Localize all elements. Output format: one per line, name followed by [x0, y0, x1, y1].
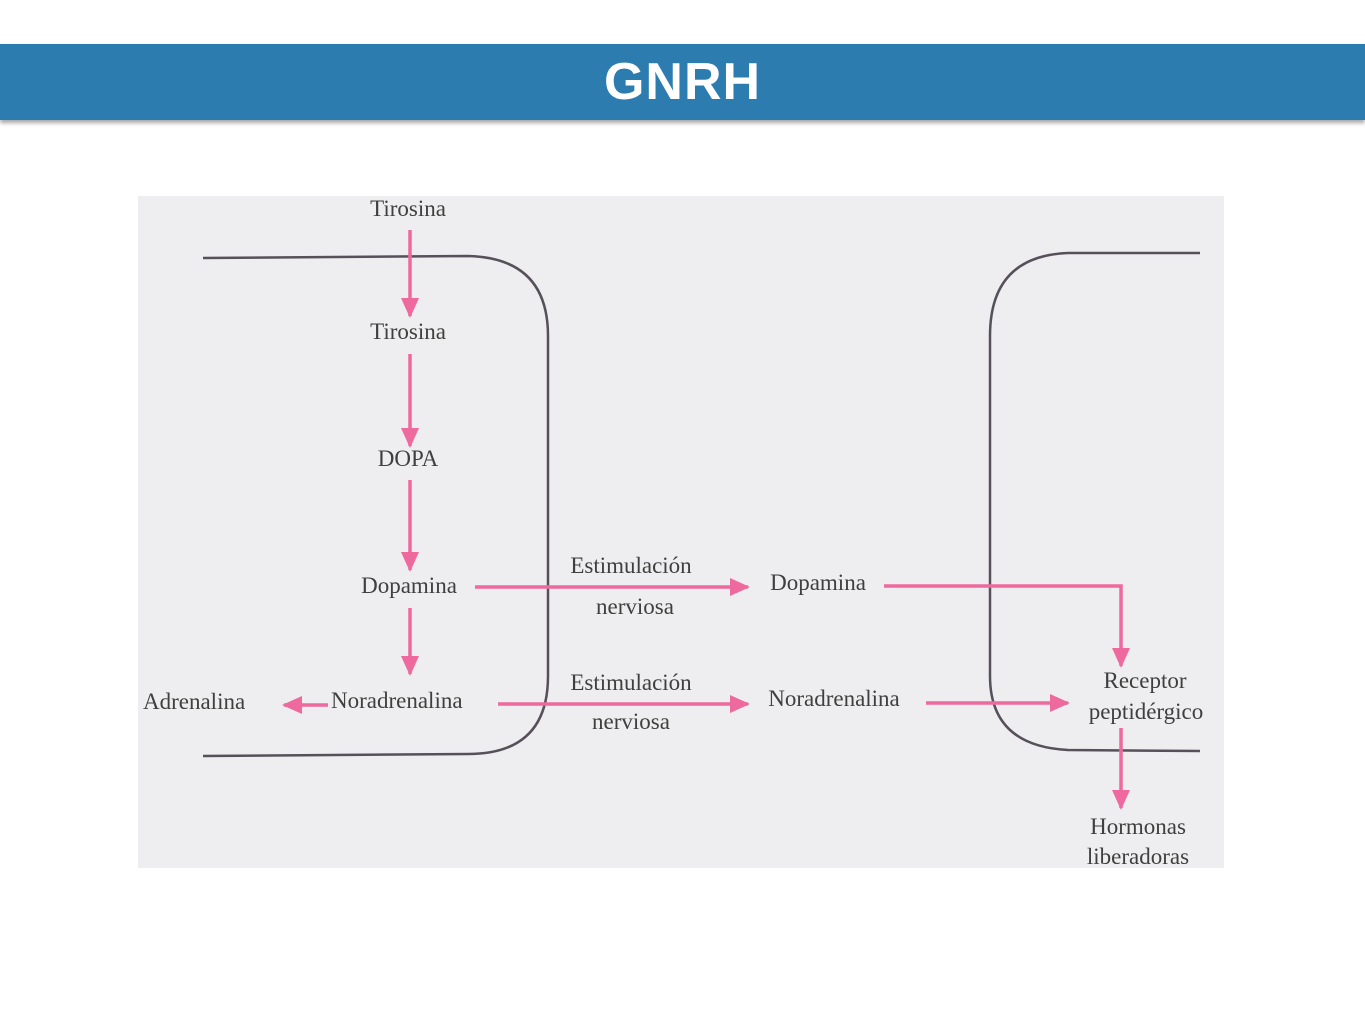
presynaptic-membrane — [202, 254, 550, 758]
pathway-svg: Tirosina Tirosina DOPA Dopamina Noradren… — [143, 196, 1204, 868]
label-tirosina-outside: Tirosina — [370, 196, 446, 221]
label-noradrenalina-right: Noradrenalina — [768, 686, 900, 711]
label-estimulacion-top: Estimulación — [570, 553, 692, 578]
label-dopamina-left: Dopamina — [361, 573, 457, 598]
label-estimulacion-bottom: Estimulación — [570, 670, 692, 695]
label-hormonas-line2: liberadoras — [1087, 844, 1189, 868]
label-dopamina-right: Dopamina — [770, 570, 866, 595]
label-receptor-line1: Receptor — [1103, 668, 1186, 693]
label-hormonas-line1: Hormonas — [1090, 814, 1186, 839]
label-dopa: DOPA — [378, 446, 439, 471]
label-adrenalina: Adrenalina — [143, 689, 245, 714]
label-receptor-line2: peptidérgico — [1089, 699, 1204, 724]
label-nerviosa-bottom: nerviosa — [592, 709, 670, 734]
arrow-dopamina-receptor — [884, 584, 1130, 668]
title-bar: GNRH — [0, 44, 1365, 120]
slide-title: GNRH — [603, 53, 762, 111]
label-noradrenalina-left: Noradrenalina — [331, 688, 463, 713]
label-nerviosa-top: nerviosa — [596, 594, 674, 619]
pathway-diagram: Tirosina Tirosina DOPA Dopamina Noradren… — [138, 196, 1224, 868]
postsynaptic-membrane — [988, 251, 1201, 753]
label-tirosina-inside: Tirosina — [370, 319, 446, 344]
